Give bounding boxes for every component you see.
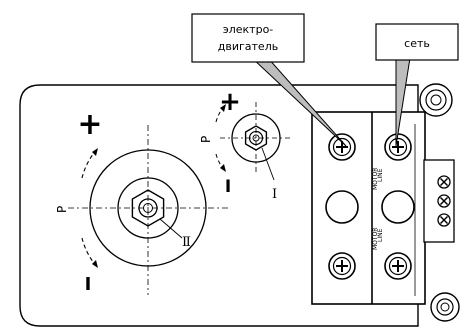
line-terminal-bottom-screw-icon — [384, 252, 412, 280]
adjuster-large-axis: P — [55, 206, 69, 213]
line-terminal-middle — [381, 190, 415, 224]
mounting-hole-top — [419, 83, 453, 117]
adjuster-small-plus: + — [219, 87, 241, 117]
side-screw-icon — [437, 175, 451, 189]
callout-motor-line2: двигатель — [218, 40, 278, 53]
line-terminals — [381, 133, 415, 280]
callout-line: сеть — [375, 23, 459, 147]
motor-terminals — [325, 133, 359, 280]
motor-label-upper: MOTOR — [372, 168, 379, 190]
line-label-upper: LINE — [377, 168, 384, 182]
motor-terminal-bottom-screw-icon — [328, 252, 356, 280]
mounting-hole-bottom — [430, 292, 460, 322]
side-terminal-strip — [423, 159, 455, 243]
adjuster-large-plus: + — [77, 107, 102, 142]
motor-label-lower: MOTOR — [372, 228, 379, 250]
side-screw-icon — [437, 213, 451, 227]
board-outline — [19, 84, 419, 327]
callout-line-text: сеть — [404, 37, 430, 50]
motor-terminal-top-screw-icon — [328, 133, 356, 161]
line-label-lower: LINE — [377, 228, 384, 242]
motor-terminal-middle — [325, 190, 359, 224]
side-screw-icon — [437, 194, 451, 208]
adjuster-small-minus: I — [225, 177, 231, 197]
callout-motor: электро- двигатель — [191, 13, 347, 147]
adjuster-small-marker: I — [272, 187, 277, 202]
adjuster-small — [215, 102, 292, 181]
adjuster-large-minus: I — [85, 274, 92, 295]
adjuster-large-marker: Ⅱ — [182, 235, 191, 250]
callout-motor-line1: электро- — [223, 23, 274, 36]
line-terminal-top-screw-icon — [384, 133, 412, 161]
adjuster-large — [68, 125, 228, 295]
adjuster-small-axis: P — [199, 136, 213, 143]
